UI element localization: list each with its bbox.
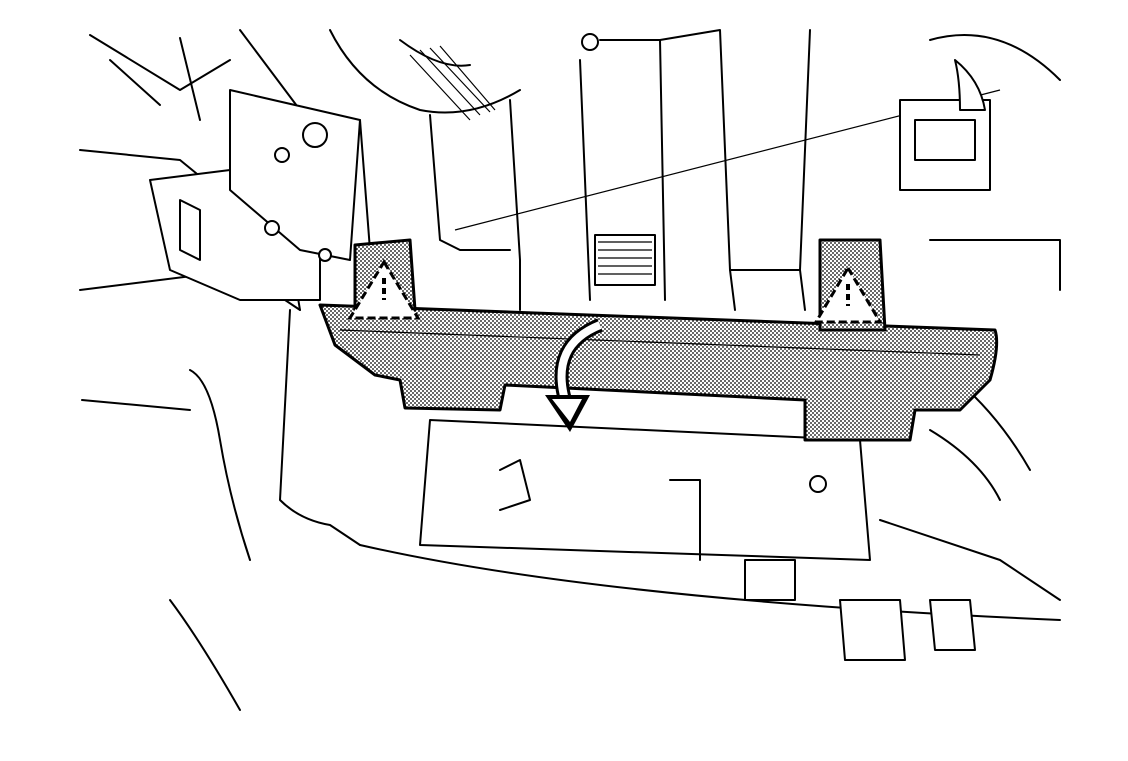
hvac-ducts <box>359 29 1001 311</box>
removed-trim-panel <box>318 238 999 442</box>
duct-screw <box>581 33 599 51</box>
lower-module <box>419 419 1061 661</box>
bolt-3 <box>318 248 332 262</box>
bolt-1 <box>274 147 290 163</box>
caution-triangle-icon <box>347 259 421 320</box>
module-bolt <box>809 475 827 493</box>
wiring-harness-left <box>89 29 521 121</box>
vent-grille <box>594 234 656 286</box>
bolt-2 <box>264 220 280 236</box>
left-mounting-bracket <box>149 89 361 301</box>
bolt-hole-1 <box>302 122 328 148</box>
right-connectors <box>899 59 1061 501</box>
module-connector <box>744 559 796 601</box>
curved-arrow-down-icon <box>545 318 603 432</box>
caution-triangle-icon <box>813 265 883 324</box>
